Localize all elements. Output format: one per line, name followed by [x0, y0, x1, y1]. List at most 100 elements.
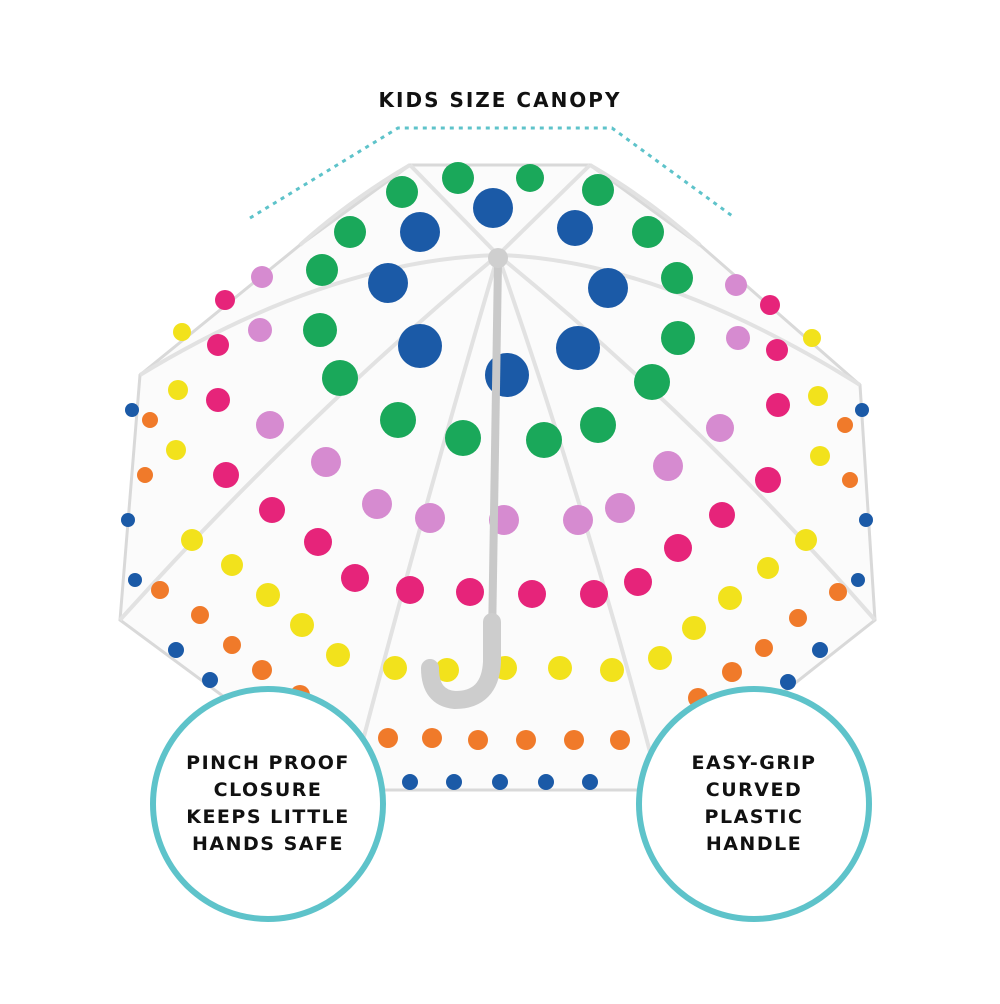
curved-handle [421, 613, 501, 710]
polka-dot [256, 583, 280, 607]
canopy-size-dashed-line [249, 126, 736, 220]
polka-dot [473, 188, 513, 228]
polka-dot [855, 403, 869, 417]
polka-dot [810, 446, 830, 466]
polka-dot [306, 254, 338, 286]
polka-dot [564, 730, 584, 750]
callout-line: HANDLE [705, 833, 803, 855]
polka-dot [125, 403, 139, 417]
pinch-proof-callout: PINCH PROOF CLOSURE KEEPS LITTLE HANDS S… [150, 686, 386, 922]
polka-dot [563, 505, 593, 535]
polka-dot [582, 774, 598, 790]
polka-dot [842, 472, 858, 488]
polka-dot [259, 497, 285, 523]
polka-dot [368, 263, 408, 303]
polka-dot [780, 674, 796, 690]
polka-dot [725, 274, 747, 296]
umbrella-top-knob [488, 248, 508, 268]
callout-line: HANDS SAFE [192, 833, 344, 855]
polka-dot [634, 364, 670, 400]
polka-dot [121, 513, 135, 527]
polka-dot [557, 210, 593, 246]
polka-dot [341, 564, 369, 592]
polka-dot [605, 493, 635, 523]
callout-line: CLOSURE [213, 779, 323, 801]
polka-dot [757, 557, 779, 579]
polka-dot [726, 326, 750, 350]
polka-dot [383, 656, 407, 680]
polka-dot [322, 360, 358, 396]
polka-dot [516, 164, 544, 192]
polka-dot [600, 658, 624, 682]
polka-dot [632, 216, 664, 248]
polka-dot [290, 613, 314, 637]
polka-dot [142, 412, 158, 428]
polka-dot [248, 318, 272, 342]
polka-dot [362, 489, 392, 519]
polka-dot [445, 420, 481, 456]
callout-line: EASY-GRIP [691, 752, 817, 774]
polka-dot [334, 216, 366, 248]
polka-dot [380, 402, 416, 438]
polka-dot [580, 580, 608, 608]
polka-dot [492, 774, 508, 790]
polka-dot [760, 295, 780, 315]
polka-dot [151, 581, 169, 599]
polka-dot-pattern [121, 162, 873, 790]
callout-line: PINCH PROOF [186, 752, 350, 774]
polka-dot [538, 774, 554, 790]
polka-dot [168, 380, 188, 400]
polka-dot [829, 583, 847, 601]
polka-dot [468, 730, 488, 750]
polka-dot [326, 643, 350, 667]
polka-dot [396, 576, 424, 604]
polka-dot [415, 503, 445, 533]
polka-dot [206, 388, 230, 412]
polka-dot [400, 212, 440, 252]
callout-line: CURVED [705, 779, 803, 801]
callout-line: KEEPS LITTLE [186, 806, 350, 828]
polka-dot [808, 386, 828, 406]
polka-dot [456, 578, 484, 606]
polka-dot [137, 467, 153, 483]
polka-dot [624, 568, 652, 596]
polka-dot [168, 642, 184, 658]
polka-dot [221, 554, 243, 576]
callout-line: PLASTIC [704, 806, 804, 828]
polka-dot [518, 580, 546, 608]
polka-dot [181, 529, 203, 551]
polka-dot [223, 636, 241, 654]
polka-dot [661, 321, 695, 355]
polka-dot [213, 462, 239, 488]
polka-dot [722, 662, 742, 682]
polka-dot [173, 323, 191, 341]
polka-dot [191, 606, 209, 624]
polka-dot [709, 502, 735, 528]
polka-dot [207, 334, 229, 356]
polka-dot [766, 339, 788, 361]
umbrella-shaft [488, 261, 502, 641]
umbrella-ribs [118, 163, 877, 791]
polka-dot [803, 329, 821, 347]
polka-dot [718, 586, 742, 610]
polka-dot [851, 573, 865, 587]
polka-dot [682, 616, 706, 640]
polka-dot [422, 728, 442, 748]
polka-dot [610, 730, 630, 750]
polka-dot [789, 609, 807, 627]
polka-dot [516, 730, 536, 750]
polka-dot [166, 440, 186, 460]
polka-dot [386, 176, 418, 208]
polka-dot [256, 411, 284, 439]
polka-dot [202, 672, 218, 688]
polka-dot [766, 393, 790, 417]
polka-dot [556, 326, 600, 370]
polka-dot [402, 774, 418, 790]
canopy-size-label: KIDS SIZE CANOPY [378, 88, 622, 112]
polka-dot [251, 266, 273, 288]
polka-dot [311, 447, 341, 477]
polka-dot [795, 529, 817, 551]
polka-dot [378, 728, 398, 748]
